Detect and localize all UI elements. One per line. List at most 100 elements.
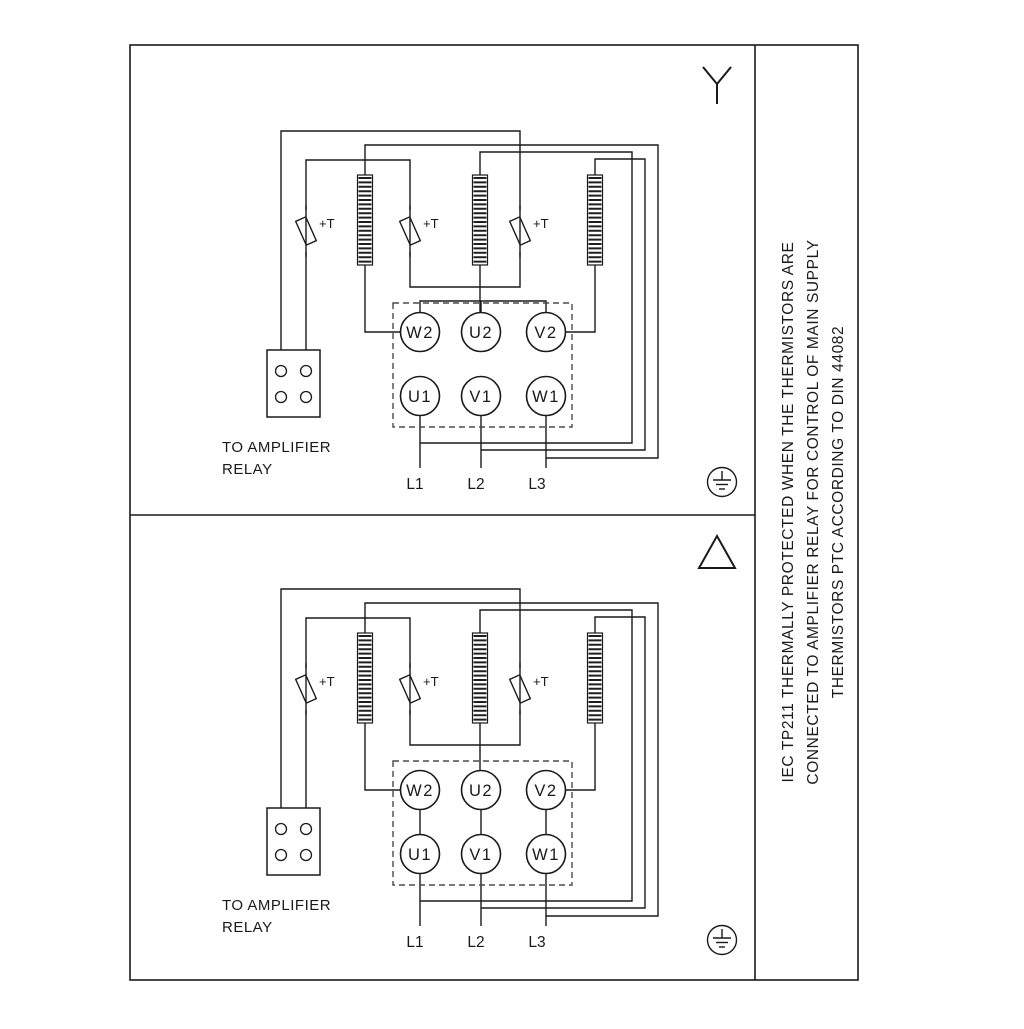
terminal-U1	[399, 375, 441, 417]
winding3-to-V2-wire	[565, 265, 596, 333]
winding-coil	[356, 632, 374, 724]
thermistor: +T	[508, 205, 549, 257]
side-note-line2: CONNECTED TO AMPLIFIER RELAY FOR CONTROL…	[805, 239, 822, 784]
terminal-box: W2 U2 V2 U1 V1 W1	[392, 302, 573, 428]
terminal-U2-label: U2	[469, 324, 493, 342]
V1-route-wire	[481, 158, 646, 451]
relay-pin	[299, 390, 313, 404]
terminal-V1	[460, 833, 502, 875]
winding-coil	[471, 632, 489, 724]
wiring-star	[280, 130, 659, 468]
earth-ground-icon	[706, 924, 738, 956]
thermistor: +T	[294, 663, 335, 715]
thermistor-label: +T	[423, 674, 439, 689]
outer-border	[129, 44, 859, 981]
terminal-U1	[399, 833, 441, 875]
panel-star: +T +T +T W2 U2 V2 U1 V1	[222, 66, 738, 498]
relay-caption-line1: TO AMPLIFIER	[222, 439, 331, 456]
wiring-delta	[280, 588, 659, 926]
frame	[129, 44, 859, 981]
terminal-W2-label: W2	[406, 782, 434, 800]
terminal-V2	[525, 769, 567, 811]
side-note-line3: THERMISTORS PTC ACCORDING TO DIN 44082	[830, 326, 847, 699]
thermistor-label: +T	[533, 216, 549, 231]
relay-box-outline	[266, 807, 321, 876]
motor-windings	[356, 174, 604, 266]
thermistor1-to-2-wire	[305, 617, 411, 668]
supply-L2-label: L2	[467, 476, 484, 493]
supply-L3-label: L3	[528, 934, 545, 951]
earth-ground-icon	[706, 466, 738, 498]
terminal-V1-label: V1	[469, 846, 492, 864]
winding-coil	[471, 174, 489, 266]
thermistors: +T +T +T	[294, 205, 549, 257]
star-symbol-icon	[702, 66, 732, 104]
thermistor-label: +T	[319, 216, 335, 231]
thermistor1-to-2-wire	[305, 159, 411, 210]
thermistor: +T	[294, 205, 335, 257]
motor-windings	[356, 632, 604, 724]
terminal-V2-label: V2	[534, 782, 557, 800]
thermistor2-to-3-wire	[409, 710, 521, 746]
terminal-V1	[460, 375, 502, 417]
U1-route-wire	[420, 609, 633, 902]
supply-L1-label: L1	[406, 934, 423, 951]
relay-caption-line1: TO AMPLIFIER	[222, 897, 331, 914]
relay-pin	[274, 390, 288, 404]
terminal-V1-label: V1	[469, 388, 492, 406]
terminal-U2	[460, 311, 502, 353]
thermistors: +T +T +T	[294, 663, 549, 715]
thermistor2-to-3-wire	[409, 252, 521, 288]
terminal-W1	[525, 833, 567, 875]
terminal-box: W2 U2 V2 U1 V1 W1	[392, 760, 573, 886]
star-bridge-wire	[419, 300, 547, 313]
terminal-V2	[525, 311, 567, 353]
terminal-V2-label: V2	[534, 324, 557, 342]
side-note: IEC TP211 THERMALLY PROTECTED WHEN THE T…	[780, 239, 847, 784]
thermistor: +T	[398, 663, 439, 715]
terminal-W1	[525, 375, 567, 417]
V1-route-wire	[481, 616, 646, 909]
thermistor-label: +T	[319, 674, 335, 689]
panel-delta: +T +T +T W2 U2 V2 U1 V1	[222, 533, 738, 956]
relay-pin	[274, 364, 288, 378]
winding-coil	[586, 632, 604, 724]
terminal-U2-label: U2	[469, 782, 493, 800]
winding1-to-W2-wire	[364, 723, 401, 791]
U1-route-wire	[420, 151, 633, 444]
relay-pin	[299, 848, 313, 862]
relay-caption-line2: RELAY	[222, 919, 273, 936]
terminal-box-outline	[392, 302, 573, 428]
winding-coil	[586, 174, 604, 266]
relay-caption-line2: RELAY	[222, 461, 273, 478]
supply-labels: L1 L2 L3	[406, 934, 545, 951]
supply-labels: L1 L2 L3	[406, 476, 545, 493]
terminal-W2-label: W2	[406, 324, 434, 342]
winding-coil	[356, 174, 374, 266]
terminal-W2	[399, 311, 441, 353]
relay-pin	[299, 364, 313, 378]
relay-pin	[299, 822, 313, 836]
W1-route-wire	[364, 144, 659, 459]
terminal-U1-label: U1	[408, 846, 432, 864]
relay-to-thermistor-bus-wire	[280, 588, 521, 808]
relay-pin	[274, 848, 288, 862]
supply-L1-label: L1	[406, 476, 423, 493]
terminal-W1-label: W1	[532, 846, 560, 864]
terminal-U1-label: U1	[408, 388, 432, 406]
thermistor-label: +T	[533, 674, 549, 689]
amplifier-relay: TO AMPLIFIER RELAY	[222, 349, 331, 478]
winding1-to-W2-wire	[364, 265, 401, 333]
relay-pin	[274, 822, 288, 836]
side-note-line1: IEC TP211 THERMALLY PROTECTED WHEN THE T…	[780, 242, 797, 783]
supply-L3-label: L3	[528, 476, 545, 493]
thermistor: +T	[508, 663, 549, 715]
terminal-U2	[460, 769, 502, 811]
delta-symbol-icon	[697, 533, 737, 569]
terminal-W2	[399, 769, 441, 811]
thermistor: +T	[398, 205, 439, 257]
W1-route-wire	[364, 602, 659, 917]
terminal-box-outline	[392, 760, 573, 886]
supply-wires	[419, 874, 547, 926]
